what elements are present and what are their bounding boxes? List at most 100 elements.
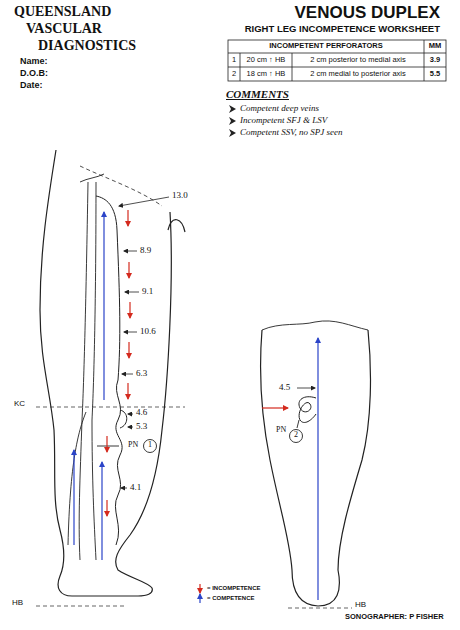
comments-heading: COMMENTS [226,88,289,100]
comment-item: Incompetent SFJ & LSV [240,116,327,126]
leader-line [128,427,133,428]
landmark: HB [12,599,23,608]
left-leg [36,150,185,606]
table-rule [228,67,446,68]
measurement: 6.3 [136,369,147,379]
competence-arrows [74,212,104,560]
table-rule [240,53,241,81]
deep-vein [92,182,96,560]
legend-sample [199,594,200,603]
form-field: Name: [20,57,48,67]
hip-curve [168,220,185,232]
blue-arrow [103,212,104,400]
blue-arrow [73,450,74,545]
table-cell: 2 [228,70,240,78]
incompetence-arrows [107,210,130,516]
perforator [97,446,119,447]
table-cell: 1 [228,56,240,64]
measurement: 9.1 [142,287,153,297]
table-header: MM [424,42,446,50]
table-grid [228,40,446,81]
red-arrow [127,210,128,226]
measurement: 10.6 [140,327,156,337]
leader-line [125,292,139,293]
table-rule [228,53,446,54]
leg-outline [40,150,171,596]
table-cell: 18 cm ↑ HB [240,70,292,78]
landmark: KC [14,400,25,409]
comment-item: Competent SSV, no SPJ seen [240,128,343,138]
measurement: 5.3 [136,422,147,432]
table-cell: 2 cm medial to posterior axis [292,70,424,78]
heel-base-line [288,608,352,609]
measurement: 4.1 [130,483,141,493]
table-cell: 3.9 [424,56,446,64]
iliac-vein [80,174,104,182]
perforator [297,420,299,428]
measurement: 4.5 [279,383,290,393]
leg-outline [260,330,370,606]
red-arrow [106,436,107,452]
table-cell: 2 cm posterior to medial axis [292,56,424,64]
saphenous-vein [96,196,120,380]
bullet [229,117,236,125]
red-arrow [262,407,288,408]
measurement: 8.9 [140,246,151,256]
table-cell: 20 cm ↑ HB [240,56,292,64]
deep-vein [68,412,86,545]
legend-text: = COMPETENCE [207,595,255,602]
red-arrow [128,342,129,358]
form-field: D.O.B: [20,69,48,79]
blue-arrow [101,462,102,560]
leader-line [122,374,133,375]
landmark: HB [355,601,366,610]
sonographer: SONOGRAPHER: P FISHER [345,613,444,621]
logo-text: VASCULAR [26,21,102,36]
callout-circle [290,430,303,443]
leader-line [297,388,315,389]
varicose-vein [115,380,122,545]
deep-vein [79,182,88,560]
bullet [229,105,236,113]
page-title: VENOUS DUPLEX [295,4,440,23]
leader-line [124,251,137,252]
measurement: 13.0 [172,191,188,201]
logo-text: QUEENSLAND [14,4,111,19]
callout-circle [144,440,157,453]
leaders [119,197,169,488]
varicose-vein [299,397,316,423]
red-arrow [128,262,129,278]
varicose-vein [120,410,127,428]
logo-text: DIAGNOSTICS [38,38,136,53]
knee-crease-line [36,407,185,408]
leader-line [119,197,169,206]
subtitle: RIGHT LEG INCOMPETENCE WORKSHEET [245,24,440,34]
legend-text: = INCOMPETENCE [207,585,261,592]
leader-line [121,488,127,489]
leader-line [124,332,137,333]
table-cell: 5.5 [424,70,446,78]
blue-arrow [317,338,318,600]
right-leg [260,321,370,608]
bullet [229,129,236,137]
leader-line [128,414,133,415]
red-arrow [106,500,107,516]
comment-item: Competent deep veins [240,104,319,114]
table-border [228,40,446,81]
leg-top [262,321,368,330]
table-rule [292,53,293,81]
callout-number: 2 [291,431,301,440]
measurement: 4.6 [136,408,147,418]
callout-number: 1 [145,441,155,450]
heel-base-line [36,606,125,607]
perforator-label: PN [276,426,286,435]
perforator-label: PN [128,441,138,450]
table-header: INCOMPETENT PERFORATORS [228,42,424,50]
groin-line [80,166,162,206]
bullets [229,105,236,137]
table-rule [424,40,425,81]
legend-sample [199,584,200,593]
form-field: Date: [20,81,43,91]
red-arrow [129,302,130,318]
